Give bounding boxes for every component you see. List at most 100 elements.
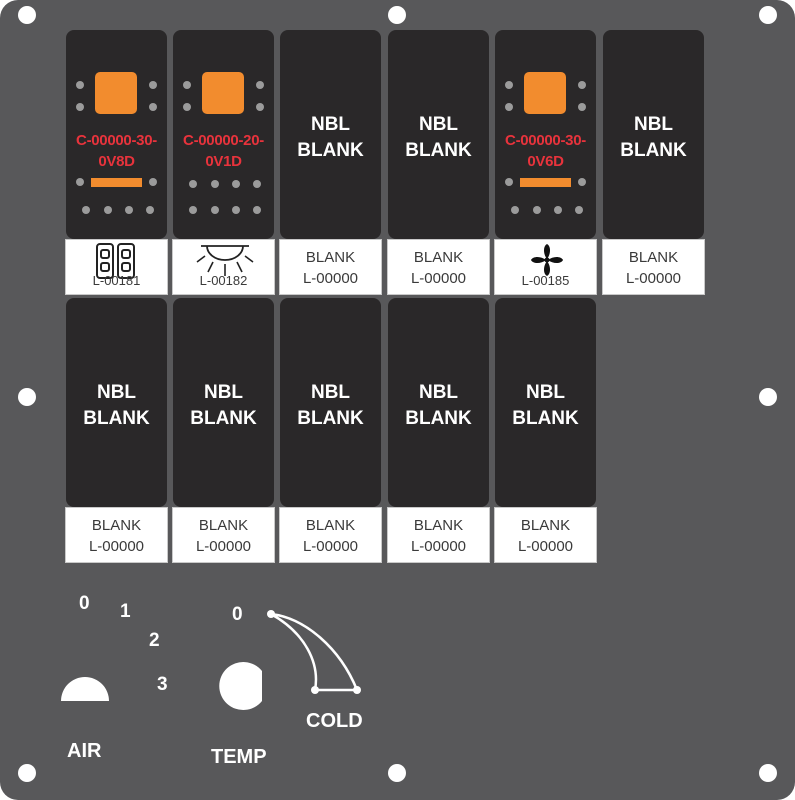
indicator-dot <box>183 103 191 111</box>
indicator-dot <box>554 206 562 214</box>
mounting-hole <box>18 6 36 24</box>
indicator-dot <box>211 180 219 188</box>
mounting-hole <box>759 388 777 406</box>
indicator-dot <box>253 180 261 188</box>
indicator-dot <box>183 81 191 89</box>
legend-line-1: BLANK <box>91 517 142 534</box>
indicator-dot <box>149 178 157 186</box>
rocker-switch-1[interactable]: C-00000-30-0V8D <box>66 30 167 239</box>
temp-knob[interactable] <box>218 661 266 711</box>
switch-legend-5: L-00185 <box>494 239 597 295</box>
rocker-switch-2[interactable]: C-00000-20-0V1D <box>173 30 274 239</box>
switch-legend-1: L-00181 <box>65 239 168 295</box>
switch-legend-11: BLANK L-00000 <box>494 507 597 563</box>
switch-legend-7: BLANK L-00000 <box>65 507 168 563</box>
temp-position-0: 0 <box>232 604 243 625</box>
legend-line-2: L-00000 <box>517 538 574 555</box>
legend-line-2: L-00000 <box>302 538 359 555</box>
indicator-dot <box>505 81 513 89</box>
indicator-dot <box>505 103 513 111</box>
air-position-3: 3 <box>157 674 168 695</box>
legend-line-2: L-00000 <box>302 270 359 287</box>
switch-legend-2: L-00182 <box>172 239 275 295</box>
air-knob-label: AIR <box>67 740 102 762</box>
indicator-dot <box>76 178 84 186</box>
indicator-dot <box>125 206 133 214</box>
legend-line-1: BLANK <box>520 517 571 534</box>
indicator-lamp <box>202 72 244 114</box>
indicator-dot <box>511 206 519 214</box>
temp-range-indicator <box>267 610 361 694</box>
switch-legend-8: BLANK L-00000 <box>172 507 275 563</box>
indicator-dot <box>76 81 84 89</box>
legend-line-2: L-00000 <box>625 270 682 287</box>
indicator-dot <box>82 206 90 214</box>
fan-icon <box>531 244 563 276</box>
switch-legend-3: BLANK L-00000 <box>279 239 382 295</box>
legend-line-2: L-00000 <box>88 538 145 555</box>
air-knob[interactable] <box>59 659 111 703</box>
indicator-dot <box>189 206 197 214</box>
indicator-dot <box>578 81 586 89</box>
indicator-dot <box>253 206 261 214</box>
indicator-dot <box>149 103 157 111</box>
legend-line-2: L-00000 <box>195 538 252 555</box>
rocker-switch-5[interactable]: C-00000-30-0V6D <box>495 30 596 239</box>
legend-text: L-00185 <box>521 273 570 288</box>
switch-legend-10: BLANK L-00000 <box>387 507 490 563</box>
indicator-dot <box>76 103 84 111</box>
indicator-dot <box>211 206 219 214</box>
indicator-dot <box>104 206 112 214</box>
mounting-hole <box>759 764 777 782</box>
indicator-dot <box>149 81 157 89</box>
indicator-dot <box>575 206 583 214</box>
mounting-hole <box>388 6 406 24</box>
legend-line-1: BLANK <box>198 517 249 534</box>
switch-code: C-00000-30-0V6D <box>505 132 586 170</box>
indicator-dot <box>505 178 513 186</box>
legend-line-1: BLANK <box>305 517 356 534</box>
switch-code: C-00000-20-0V1D <box>183 132 264 170</box>
indicator-dot <box>146 206 154 214</box>
legend-line-2: L-00000 <box>410 538 467 555</box>
indicator-lamp <box>524 72 566 114</box>
mounting-hole <box>759 6 777 24</box>
legend-line-1: BLANK <box>305 249 356 266</box>
switch-legend-6: BLANK L-00000 <box>602 239 705 295</box>
temp-knob-label: TEMP <box>211 746 267 768</box>
air-position-2: 2 <box>149 630 160 651</box>
indicator-dot <box>232 206 240 214</box>
switch-legend-4: BLANK L-00000 <box>387 239 490 295</box>
mounting-hole <box>18 388 36 406</box>
legend-line-1: BLANK <box>413 517 464 534</box>
mounting-hole <box>388 764 406 782</box>
switch-legend-9: BLANK L-00000 <box>279 507 382 563</box>
legend-line-1: BLANK <box>628 249 679 266</box>
indicator-dot <box>256 103 264 111</box>
legend-line-1: BLANK <box>413 249 464 266</box>
light-icon <box>196 245 254 276</box>
indicator-bar <box>520 178 571 187</box>
switch-code: C-00000-30-0V8D <box>76 132 157 170</box>
dual-outlet-icon <box>96 243 135 279</box>
cold-label: COLD <box>306 710 363 732</box>
indicator-bar <box>91 178 142 187</box>
mounting-hole <box>18 764 36 782</box>
indicator-dot <box>256 81 264 89</box>
indicator-lamp <box>95 72 137 114</box>
